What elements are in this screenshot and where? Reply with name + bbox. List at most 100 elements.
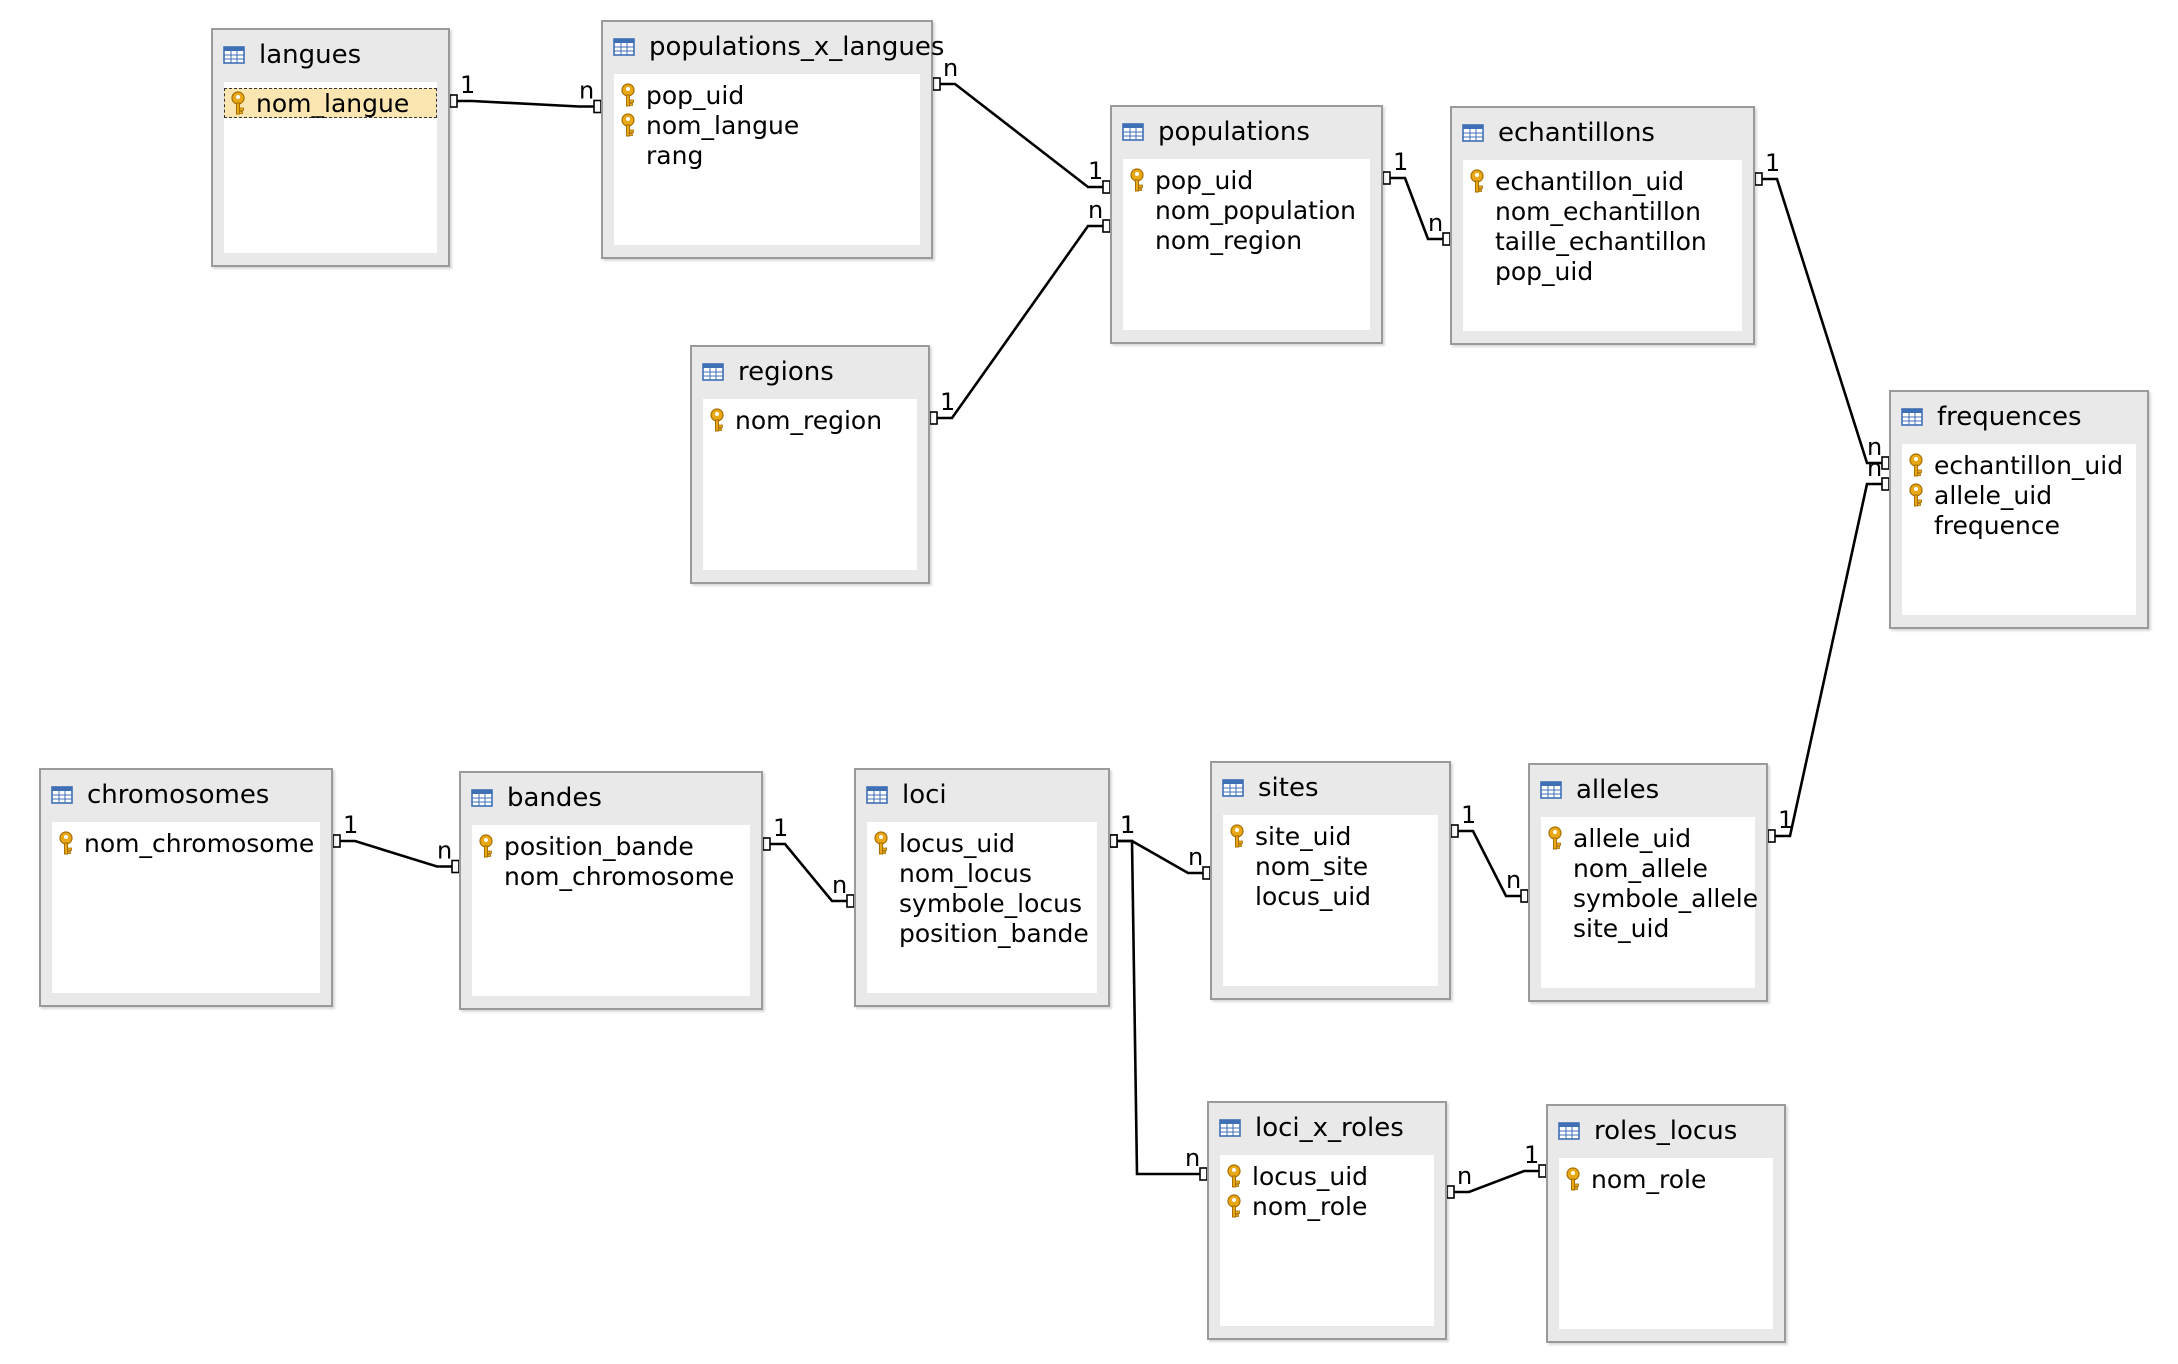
table-title-bar[interactable]: loci_x_roles [1219, 1109, 1435, 1147]
table-title-bar[interactable]: populations [1122, 113, 1371, 151]
field-name: allele_uid [1573, 823, 1692, 853]
relation-end-marker [593, 99, 602, 114]
field-row[interactable]: locus_uid [1220, 1161, 1368, 1191]
table-title-bar[interactable]: sites [1222, 769, 1439, 807]
field-row[interactable]: position_bande [472, 831, 694, 861]
field-row[interactable]: echantillon_uid [1902, 450, 2123, 480]
table-title-bar[interactable]: loci [866, 776, 1098, 814]
field-row[interactable]: frequence [1902, 510, 2060, 540]
field-row[interactable]: site_uid [1223, 821, 1351, 851]
field-row[interactable]: symbole_locus [867, 888, 1082, 918]
table-langues[interactable]: langues nom_langue [211, 28, 450, 267]
table-title-bar[interactable]: regions [702, 353, 918, 391]
relation-end-marker [451, 859, 460, 874]
field-name: frequence [1934, 510, 2060, 540]
field-row[interactable]: nom_region [703, 405, 882, 435]
table-roles-locus[interactable]: roles_locus nom_role [1546, 1104, 1786, 1343]
relation-end-marker [1538, 1164, 1547, 1178]
table-icon [1540, 781, 1562, 799]
primary-key-icon [1125, 167, 1149, 193]
field-row[interactable]: pop_uid [1463, 256, 1593, 286]
field-list[interactable]: nom_role [1559, 1158, 1773, 1329]
relation-line [1110, 839, 1207, 1176]
field-row[interactable]: nom_langue [224, 88, 437, 118]
table-icon [1122, 123, 1144, 141]
field-row[interactable]: nom_allele [1541, 853, 1708, 883]
cardinality-label: 1 [1120, 811, 1135, 839]
field-row[interactable]: nom_locus [867, 858, 1032, 888]
field-row[interactable]: rang [614, 140, 703, 170]
table-icon [1222, 779, 1244, 797]
primary-key-icon [705, 407, 729, 433]
field-row[interactable]: nom_chromosome [52, 828, 314, 858]
field-row[interactable]: nom_langue [614, 110, 799, 140]
relation-end-marker [1109, 834, 1118, 848]
cardinality-label: n [1428, 209, 1443, 237]
field-list[interactable]: nom_langue [224, 82, 437, 253]
table-name: populations_x_langues [649, 32, 945, 62]
cardinality-label: n [579, 77, 594, 105]
field-row[interactable]: nom_region [1123, 225, 1302, 255]
field-row[interactable]: taille_echantillon [1463, 226, 1707, 256]
field-row[interactable]: locus_uid [867, 828, 1015, 858]
field-row[interactable]: nom_site [1223, 851, 1368, 881]
table-title-bar[interactable]: bandes [471, 779, 751, 817]
field-name: nom_echantillon [1495, 196, 1701, 226]
table-title-bar[interactable]: roles_locus [1558, 1112, 1774, 1150]
primary-key-icon [1225, 823, 1249, 849]
table-title-bar[interactable]: populations_x_langues [613, 28, 944, 66]
table-title-bar[interactable]: alleles [1540, 771, 1756, 809]
field-row[interactable]: nom_population [1123, 195, 1356, 225]
field-row[interactable]: position_bande [867, 918, 1089, 948]
field-row[interactable]: nom_echantillon [1463, 196, 1701, 226]
table-title-bar[interactable]: frequences [1901, 398, 2137, 436]
relation-end-marker [932, 77, 941, 91]
relation-line [1768, 482, 1889, 838]
field-list[interactable]: nom_region [703, 399, 917, 570]
field-row[interactable]: locus_uid [1223, 881, 1371, 911]
field-row[interactable]: nom_role [1559, 1164, 1706, 1194]
field-row[interactable]: allele_uid [1541, 823, 1691, 853]
table-chromosomes[interactable]: chromosomes nom_chromosome [39, 768, 333, 1007]
field-name: taille_echantillon [1495, 226, 1707, 256]
field-row[interactable]: pop_uid [614, 80, 744, 110]
field-row[interactable]: site_uid [1541, 913, 1669, 943]
field-name: nom_role [1591, 1164, 1707, 1194]
field-name: nom_population [1155, 195, 1357, 225]
table-icon [1901, 408, 1923, 426]
field-name: nom_langue [646, 110, 800, 140]
cardinality-label: 1 [1765, 149, 1780, 177]
field-list[interactable]: nom_chromosome [52, 822, 320, 993]
field-row[interactable]: symbole_allele [1541, 883, 1758, 913]
field-row[interactable]: nom_role [1220, 1191, 1367, 1221]
field-row[interactable]: allele_uid [1902, 480, 2052, 510]
table-regions[interactable]: regions nom_region [690, 345, 930, 584]
field-row[interactable]: pop_uid [1123, 165, 1253, 195]
field-row[interactable]: echantillon_uid [1463, 166, 1684, 196]
table-title-bar[interactable]: langues [223, 36, 438, 74]
field-row[interactable]: nom_chromosome [472, 861, 734, 891]
table-title-bar[interactable]: chromosomes [51, 776, 321, 814]
field-name: nom_role [1252, 1191, 1368, 1221]
table-title-bar[interactable]: echantillons [1462, 114, 1743, 152]
